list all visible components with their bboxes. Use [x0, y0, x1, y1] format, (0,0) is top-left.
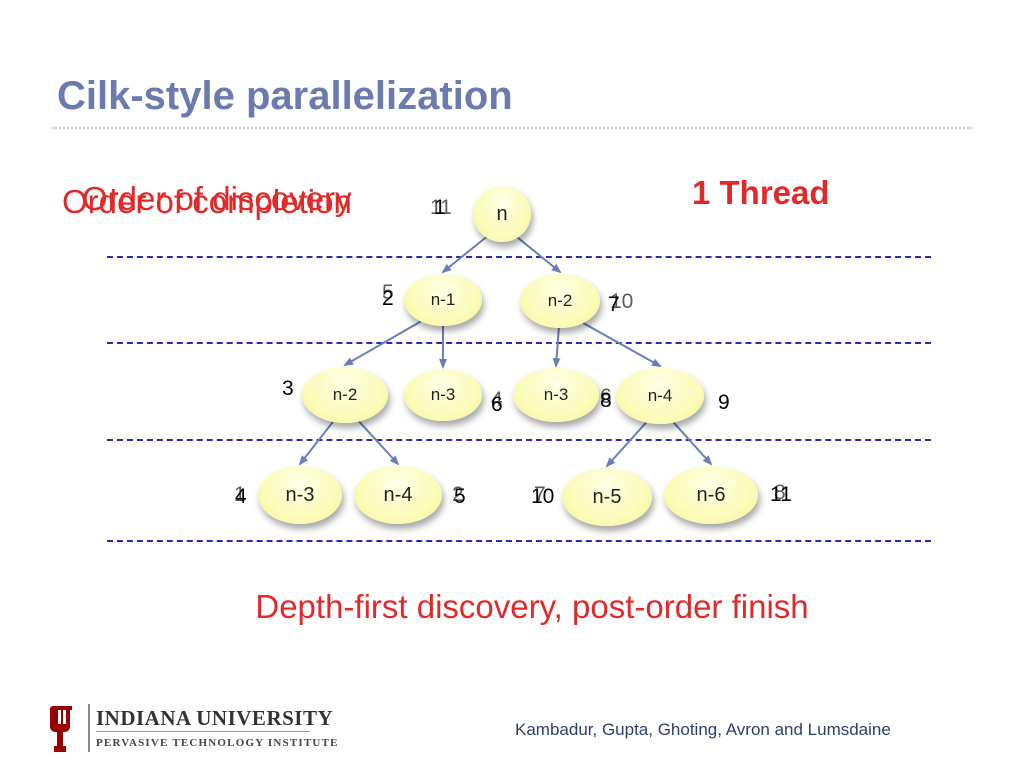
completion-number-n-4-leaf-2: 2 [452, 483, 464, 506]
node-label: n-2 [332, 385, 358, 404]
node-label: n-3 [430, 385, 456, 404]
thread-count-label: 1 Thread [692, 174, 830, 211]
slide-caption: Depth-first discovery, post-order finish [255, 588, 809, 625]
indiana-university-logo: INDIANA UNIVERSITY PERVASIVE TECHNOLOGY … [50, 704, 337, 754]
tree-node-n-4-right: n-4 [616, 368, 704, 424]
node-label: n-6 [696, 483, 726, 506]
discovery-number-n: 1 [434, 196, 446, 219]
completion-number-n-5-leaf-3: 7 [534, 483, 546, 506]
discovery-number-n-4-leaf-2: 5 [454, 485, 466, 508]
tree-edge-b-bb [582, 322, 662, 367]
tree-node-n-3-right: n-3 [513, 368, 599, 422]
completion-number-n-1: 5 [382, 281, 394, 304]
completion-number-n-3-left: 4 [491, 388, 503, 411]
completion-number-n-3-right: 6 [600, 385, 612, 408]
logo-university-name: INDIANA UNIVERSITY [96, 706, 334, 730]
level-line-3 [107, 439, 931, 441]
completion-number-n-6-leaf-4: 8 [774, 481, 786, 504]
node-label: n-3 [543, 385, 569, 404]
node-label: n-1 [430, 290, 456, 309]
node-label: n-4 [383, 483, 413, 506]
node-label: n-3 [285, 483, 315, 506]
discovery-number-n-3-leaf-1: 4 [235, 485, 247, 508]
order-of-discovery-label: Order of discovery [82, 180, 352, 217]
discovery-number-n-2: 7 [608, 293, 620, 316]
tree-node-n-5-leaf-3: n-5 [562, 468, 652, 526]
node-label: n-2 [547, 291, 573, 310]
slide-title: Cilk-style parallelization [57, 74, 513, 118]
tree-node-n-6-leaf-4: n-6 [664, 466, 758, 524]
node-label: n-5 [592, 485, 622, 508]
tree-edge-n-a [441, 236, 487, 274]
node-label: n [496, 202, 508, 225]
discovery-number-n-1: 2 [382, 287, 394, 310]
discovery-number-n-2-left: 3 [282, 377, 294, 400]
author-credit: Kambadur, Gupta, Ghoting, Avron and Lums… [515, 720, 891, 739]
tree-node-n-3-left: n-3 [404, 369, 482, 421]
tree-edge-b-ba [552, 327, 561, 368]
tree-node-n-2-left: n-2 [302, 367, 388, 423]
discovery-number-n-3-left: 6 [491, 393, 503, 416]
tree-edge-aa-aaa [298, 421, 334, 466]
level-line-4 [107, 540, 931, 542]
tree-node-n-4-leaf-2: n-4 [354, 466, 442, 524]
discovery-number-n-5-leaf-3: 10 [531, 485, 555, 508]
tree-edge-bb-bba [605, 421, 647, 468]
iu-trident-icon [50, 706, 72, 752]
logo-institute-name: PERVASIVE TECHNOLOGY INSTITUTE [96, 737, 339, 749]
discovery-number-n-3-right: 8 [600, 389, 612, 412]
tree-edge-aa-aab [358, 420, 400, 466]
tree-edge-bb-bbb [672, 421, 713, 466]
node-label: n-4 [647, 386, 673, 405]
title-divider [52, 127, 972, 129]
completion-number-n-2: 10 [610, 290, 634, 313]
discovery-number-n-6-leaf-4: 11 [770, 483, 792, 506]
level-line-1 [107, 256, 931, 258]
logo-separator [88, 704, 90, 752]
tree-node-n: n [473, 186, 531, 242]
completion-number-n-3-leaf-1: 1 [234, 483, 246, 506]
tree-edge-a-aa [343, 320, 422, 366]
level-line-2 [107, 342, 931, 344]
tree-node-n-1: n-1 [404, 274, 482, 326]
discovery-number-n-4-right: 9 [718, 391, 730, 414]
logo-rule [96, 731, 310, 732]
tree-node-n-3-leaf-1: n-3 [258, 466, 342, 524]
tree-edge-n-b [517, 236, 562, 274]
order-of-completion-label: Order of completion [62, 183, 352, 220]
tree-node-n-2: n-2 [520, 274, 600, 328]
completion-number-n: 11 [430, 196, 452, 219]
